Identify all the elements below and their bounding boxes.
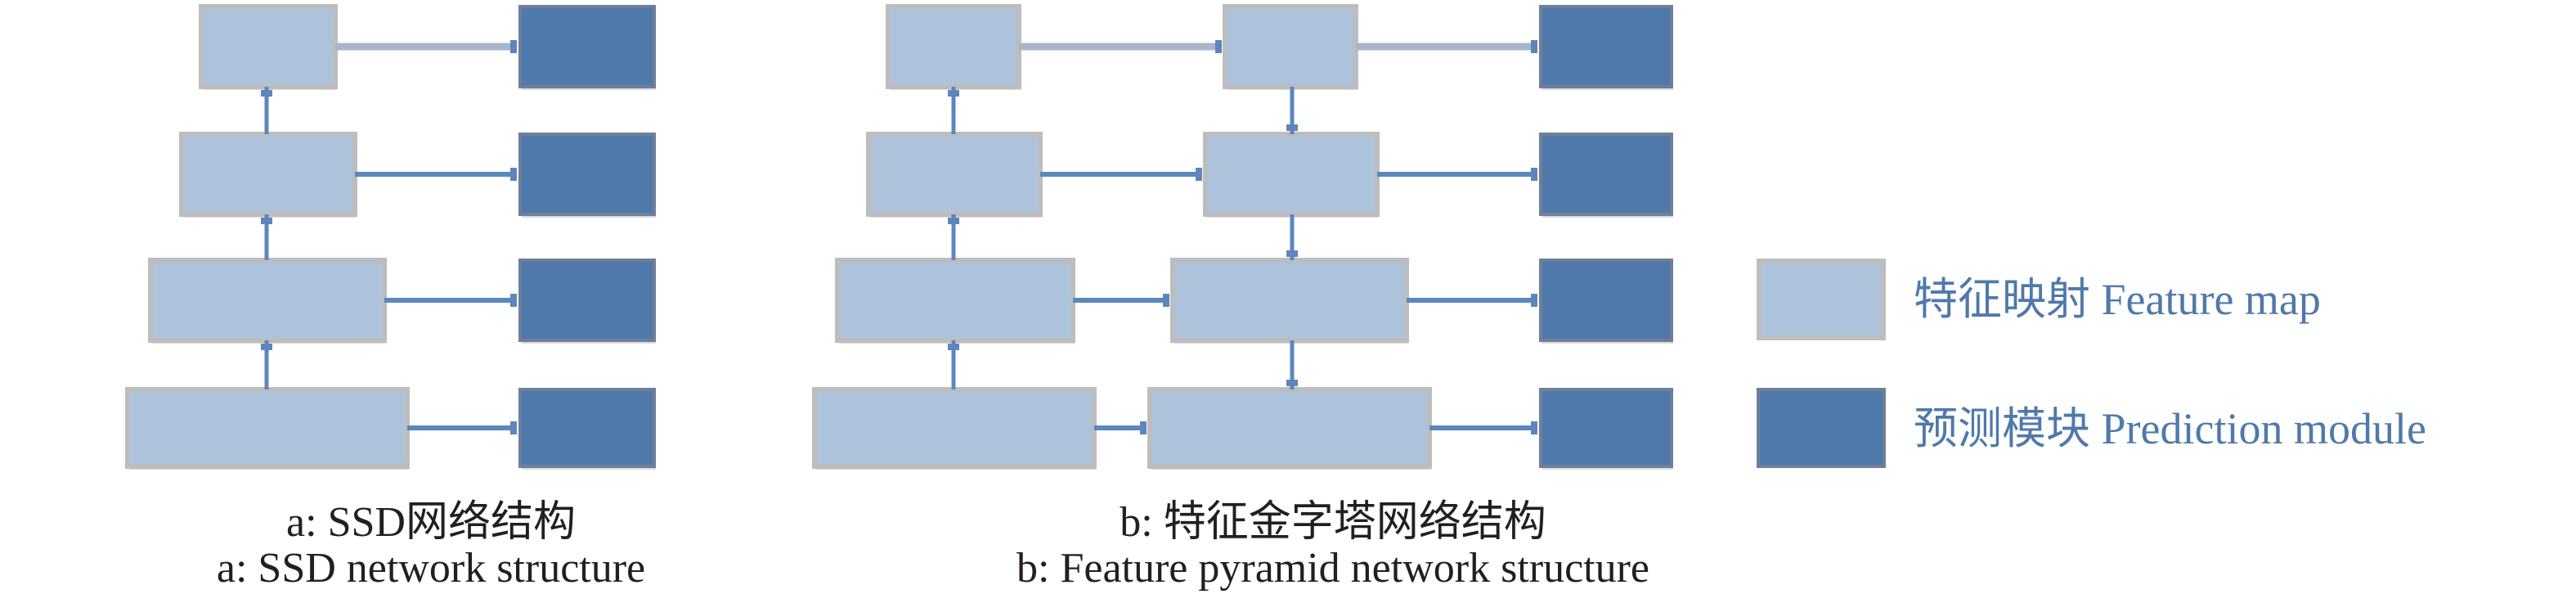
fpn-prediction-arrow-level-1-arrowhead xyxy=(1531,421,1537,434)
legend-swatch-feature-map xyxy=(1757,259,1886,340)
fpn-lateral-connection-level-2-arrowhead xyxy=(1163,294,1169,307)
fpn-top-down-arrow-3-arrowhead xyxy=(1286,380,1298,386)
fpn-top-down-feature-map-level-3 xyxy=(1203,132,1380,217)
ssd-bottom-up-arrow-1-arrowhead xyxy=(261,344,272,350)
legend-label-prediction-module: 预测模块 Prediction module xyxy=(1914,404,2426,453)
ssd-bottom-up-arrow-3-arrowhead xyxy=(261,90,272,97)
fpn-top-down-arrow-2-arrowhead xyxy=(1286,250,1298,257)
fpn-prediction-module-level-4 xyxy=(1539,5,1673,88)
ssd-bottom-up-arrow-2-arrowhead xyxy=(261,218,272,224)
caption-b-zh: b: 特征金字塔网络结构 xyxy=(1120,499,1546,546)
caption-a-en: a: SSD network structure xyxy=(216,545,646,592)
ssd-prediction-module-level-3 xyxy=(518,133,656,216)
fpn-bottom-up-feature-map-level-2 xyxy=(835,258,1075,343)
fpn-bottom-up-arrow-3-arrowhead xyxy=(948,90,959,97)
ssd-feature-map-level-1 xyxy=(125,387,410,469)
ssd-feature-map-level-4 xyxy=(199,4,338,89)
ssd-prediction-module-level-2 xyxy=(518,259,656,342)
fpn-bottom-up-feature-map-level-4 xyxy=(886,4,1021,89)
fpn-lateral-connection-level-1-arrowhead xyxy=(1140,421,1147,434)
ssd-feature-map-level-3 xyxy=(179,132,357,217)
legend-label-feature-map: 特征映射 Feature map xyxy=(1914,275,2321,324)
fpn-bottom-up-arrow-1-arrowhead xyxy=(948,344,959,350)
fpn-bottom-up-feature-map-level-1 xyxy=(812,387,1097,469)
ssd-prediction-module-level-4 xyxy=(518,5,656,88)
fpn-lateral-connection-level-4-arrowhead xyxy=(1215,40,1222,53)
fpn-prediction-arrow-level-2-arrowhead xyxy=(1531,294,1537,307)
caption-b-en: b: Feature pyramid network structure xyxy=(1016,545,1649,592)
fpn-top-down-feature-map-level-4 xyxy=(1223,4,1358,89)
fpn-prediction-module-level-2 xyxy=(1539,259,1673,342)
fpn-bottom-up-arrow-2-arrowhead xyxy=(948,218,959,224)
caption-a-zh: a: SSD网络结构 xyxy=(286,499,576,546)
ssd-lateral-arrow-level-4-arrowhead xyxy=(510,40,517,53)
fpn-prediction-module-level-3 xyxy=(1539,133,1673,216)
fpn-prediction-arrow-level-4-arrowhead xyxy=(1531,40,1537,53)
fpn-lateral-connection-level-3-arrowhead xyxy=(1196,168,1202,181)
fpn-bottom-up-feature-map-level-3 xyxy=(866,132,1043,217)
ssd-lateral-arrow-level-1-arrowhead xyxy=(510,421,517,434)
fpn-top-down-feature-map-level-2 xyxy=(1170,258,1409,343)
fpn-top-down-arrow-1-arrowhead xyxy=(1286,124,1298,131)
fpn-top-down-feature-map-level-1 xyxy=(1147,387,1432,469)
ssd-lateral-arrow-level-2-arrowhead xyxy=(510,294,517,307)
fpn-prediction-arrow-level-3-arrowhead xyxy=(1531,168,1537,181)
fpn-prediction-module-level-1 xyxy=(1539,388,1673,468)
ssd-feature-map-level-2 xyxy=(148,258,387,343)
legend-swatch-prediction-module xyxy=(1757,388,1886,468)
ssd-lateral-arrow-level-3-arrowhead xyxy=(510,168,517,181)
ssd-prediction-module-level-1 xyxy=(518,388,656,468)
